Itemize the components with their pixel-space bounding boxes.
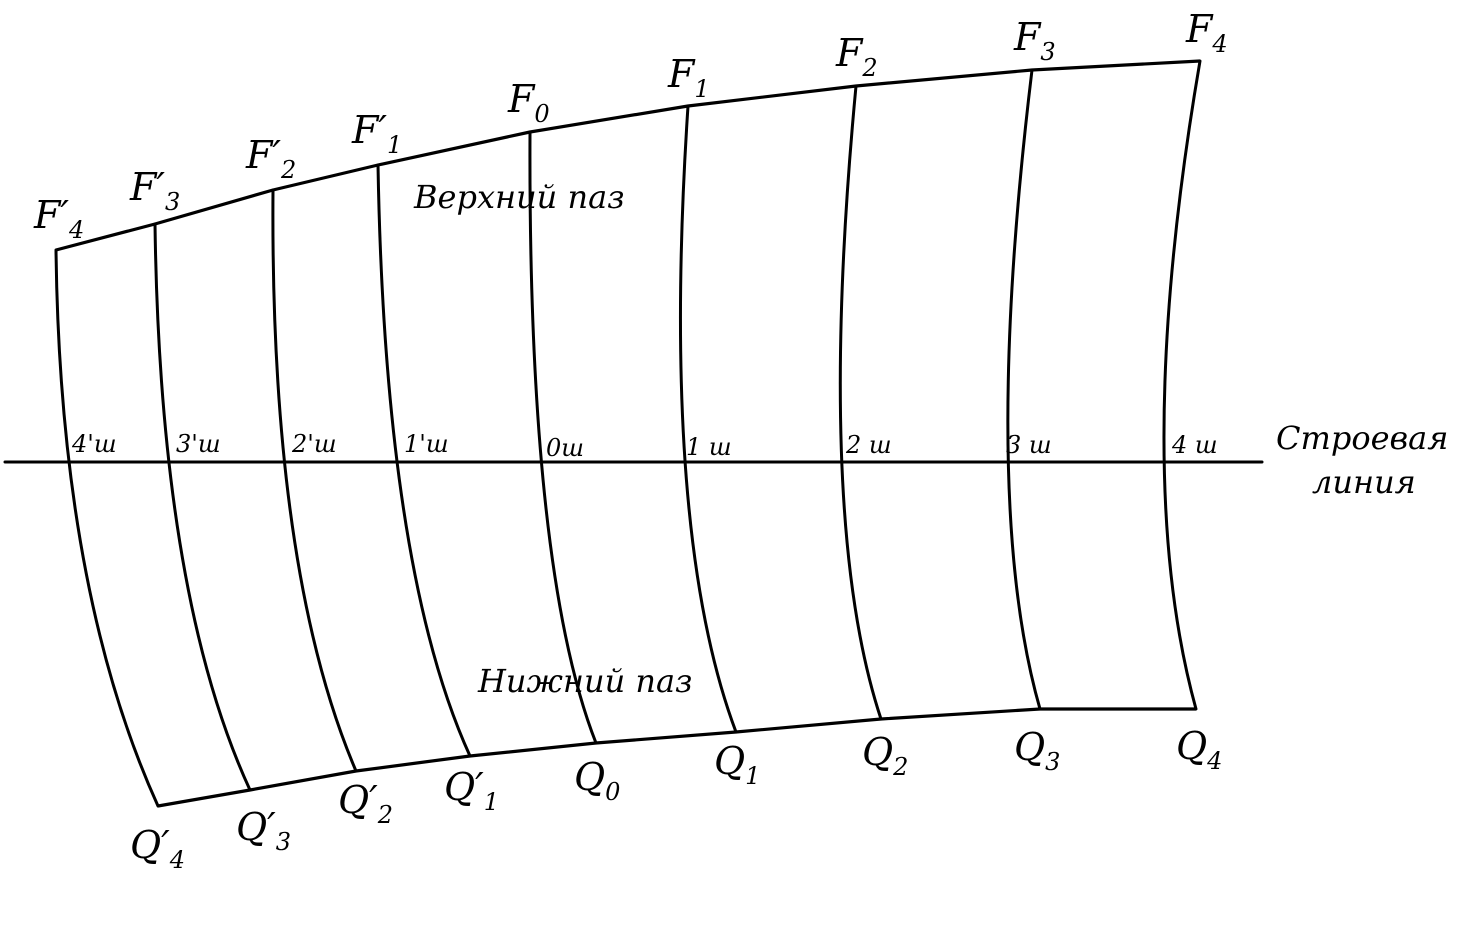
label-top-2prime: F′2 — [245, 133, 296, 184]
position-label-3prime: 3'ш — [176, 430, 221, 458]
position-label-0: 0ш — [546, 434, 584, 462]
frame-curve-4 — [1162, 59, 1202, 711]
label-top-0: F0 — [507, 77, 550, 128]
caption-line-word2: линия — [1312, 463, 1416, 501]
label-top-1: F1 — [667, 52, 710, 103]
frame-curve-0 — [528, 130, 598, 745]
label-bottom-3: Q3 — [1014, 725, 1060, 776]
frame-curve-2prime — [271, 188, 358, 773]
label-top-3prime: F′3 — [129, 165, 180, 216]
position-label-1: 1 ш — [686, 433, 732, 461]
label-bottom-4: Q4 — [1176, 724, 1222, 775]
label-top-1prime: F′1 — [351, 108, 402, 159]
label-bottom-1prime: Q′1 — [444, 765, 499, 816]
label-bottom-0: Q0 — [574, 755, 620, 806]
frame-curve-3 — [1006, 68, 1042, 711]
frame-curve-3prime — [153, 222, 252, 792]
label-top-4: F4 — [1185, 7, 1228, 58]
caption-lower-groove: Нижний паз — [477, 662, 693, 700]
label-top-2: F2 — [835, 31, 878, 82]
caption-upper-groove: Верхний паз — [413, 178, 625, 216]
frame-curve-2 — [838, 84, 883, 721]
label-bottom-1: Q1 — [714, 739, 760, 790]
label-bottom-4prime: Q′4 — [130, 823, 185, 874]
position-label-2prime: 2'ш — [291, 430, 337, 458]
frame-curve-1 — [678, 104, 738, 734]
caption-line-word1: Строевая — [1276, 419, 1448, 457]
label-top-4prime: F′4 — [33, 193, 84, 244]
position-label-2: 2 ш — [845, 431, 892, 459]
position-label-4prime: 4'ш — [71, 430, 117, 458]
label-top-3: F3 — [1013, 15, 1056, 66]
position-label-3: 3 ш — [1006, 431, 1052, 459]
label-bottom-3prime: Q′3 — [236, 805, 291, 856]
frame-curve-4prime — [54, 248, 160, 808]
label-bottom-2: Q2 — [862, 730, 908, 781]
position-label-4: 4 ш — [1171, 431, 1218, 459]
frame-curve-1prime — [376, 163, 472, 758]
position-label-1prime: 1'ш — [404, 430, 449, 458]
label-bottom-2prime: Q′2 — [338, 778, 393, 829]
